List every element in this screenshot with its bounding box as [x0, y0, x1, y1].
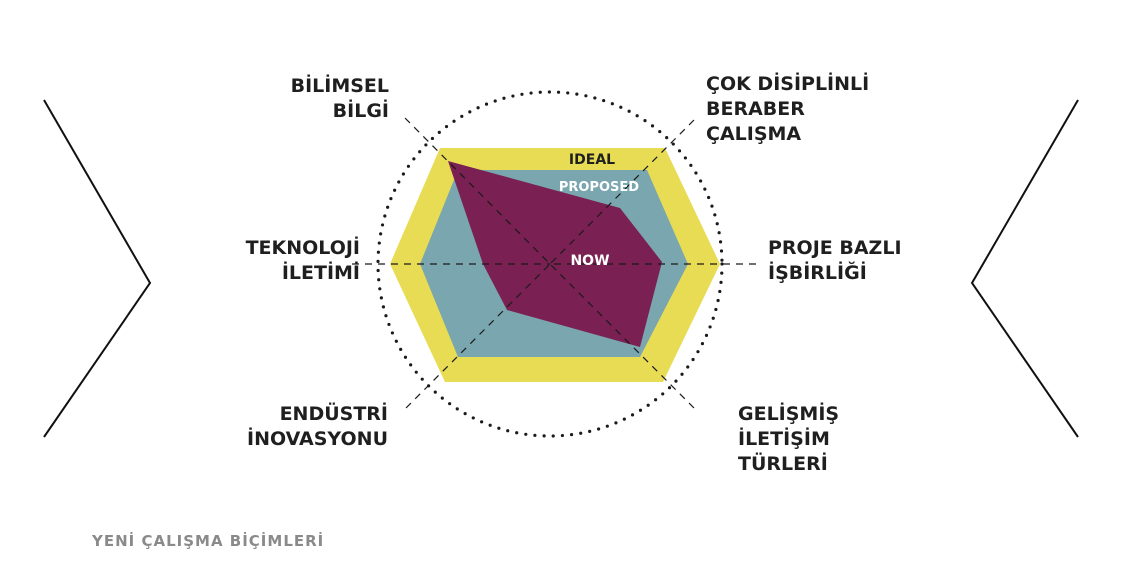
axis-label-line: ÇOK DİSİPLİNLİ — [706, 73, 870, 95]
axis-label-line: ÇALIŞMA — [706, 123, 802, 145]
axis-label-line: İLETİŞİM — [738, 428, 830, 450]
axis-label-proje-bazli: PROJE BAZLI İŞBİRLİĞİ — [768, 236, 902, 286]
axis-line-cok-disiplinli — [549, 119, 695, 265]
axis-label-cok-disiplinli: ÇOK DİSİPLİNLİ BERABER ÇALIŞMA — [706, 72, 869, 147]
ideal-layer-label: IDEAL — [569, 152, 615, 168]
left-chevron-icon — [43, 99, 152, 438]
axis-label-bilimsel-bilgi: BİLİMSEL BİLGİ — [291, 74, 389, 124]
axis-label-line: TÜRLERİ — [738, 453, 828, 475]
axis-line-endustri — [405, 263, 551, 409]
axis-label-teknoloji-iletimi: TEKNOLOJİ İLETİMİ — [246, 236, 360, 286]
axis-label-line: ENDÜSTRİ — [279, 403, 388, 425]
axis-label-line: BİLİMSEL — [290, 75, 389, 97]
right-chevron-icon — [970, 99, 1079, 438]
axis-label-endustri-inovasyonu: ENDÜSTRİ İNOVASYONU — [247, 402, 388, 452]
footer-caption: YENİ ÇALIŞMA BİÇİMLERİ — [92, 532, 325, 550]
axis-line-gelismis — [549, 263, 695, 409]
axis-label-line: BERABER — [706, 98, 805, 120]
now-shape — [448, 161, 662, 347]
axis-line-bilimsel — [404, 117, 551, 265]
axis-label-gelismis-iletisim: GELİŞMİŞ İLETİŞİM TÜRLERİ — [738, 402, 839, 477]
axis-label-line: İLETİMİ — [281, 262, 360, 284]
axis-label-line: PROJE BAZLI — [768, 237, 902, 259]
axis-label-line: İŞBİRLİĞİ — [768, 262, 867, 284]
axis-lines — [352, 117, 756, 409]
outer-dotted-circle — [376, 90, 724, 438]
proposed-layer-label: PROPOSED — [559, 180, 639, 195]
axis-label-line: BİLGİ — [332, 100, 389, 122]
axis-label-line: GELİŞMİŞ — [738, 403, 840, 425]
now-layer-label: NOW — [570, 253, 609, 269]
axis-label-line: TEKNOLOJİ — [245, 237, 360, 259]
axis-label-line: İNOVASYONU — [247, 428, 388, 450]
